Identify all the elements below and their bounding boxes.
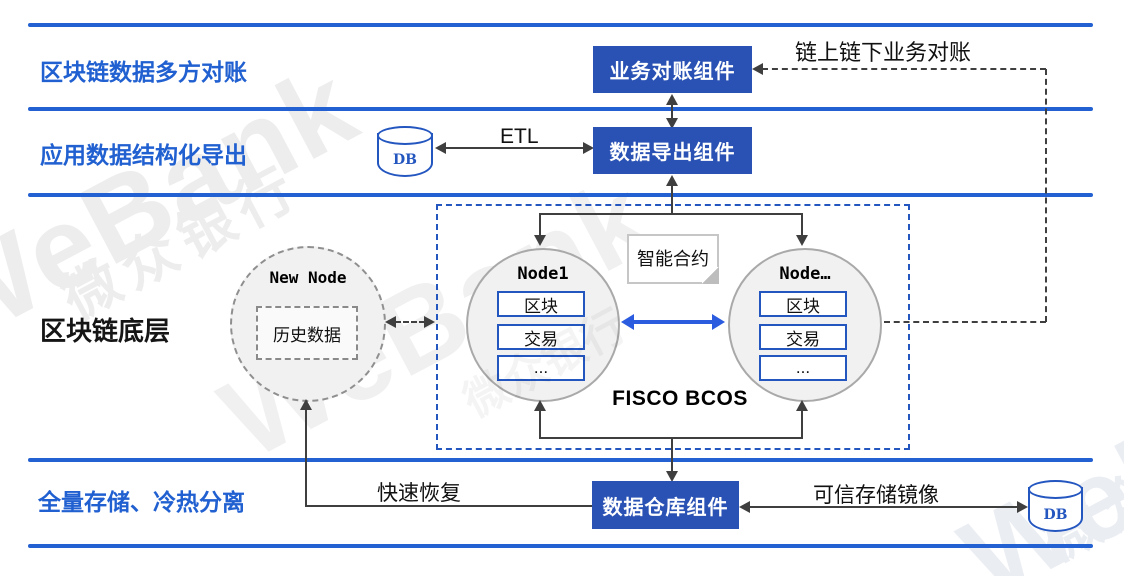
new-node-circle: New Node 历史数据 [230, 246, 386, 402]
section-divider [28, 193, 1093, 197]
arrow-fast-recovery-horizontal [306, 505, 592, 507]
arrow-dashed-reconciliation-side [1045, 69, 1047, 322]
arrowhead [739, 501, 750, 513]
arrow-newnode-fisco [395, 321, 425, 323]
arrowhead [534, 235, 546, 246]
node1-item-block: 区块 [497, 291, 585, 317]
history-data-box: 历史数据 [256, 306, 358, 360]
arrow-etl [445, 147, 585, 149]
data-export-component: 数据导出组件 [593, 127, 752, 174]
section-label-multiparty-reconciliation: 区块链数据多方对账 [40, 59, 247, 85]
section-divider [28, 23, 1093, 27]
arrowhead-blue [621, 314, 634, 330]
database-cylinder-mirror: DB [1028, 480, 1083, 532]
section-label-full-storage: 全量存储、冷热分离 [38, 489, 245, 515]
arrow-dashed-reconciliation-top [762, 68, 1046, 70]
arrow-into-node2 [801, 214, 803, 236]
arrow-top-splitter [539, 213, 803, 215]
arrowhead [424, 316, 435, 328]
arrow-reconcile-export [671, 103, 673, 119]
arrowhead [666, 94, 678, 105]
arrow-trusted-mirror [749, 506, 1018, 508]
arrowhead [796, 400, 808, 411]
arrowhead [666, 175, 678, 186]
section-label-blockchain-base: 区块链底层 [40, 316, 171, 346]
arrowhead [435, 142, 446, 154]
db-top [1028, 480, 1083, 499]
fisco-bcos-dashed-container [436, 204, 910, 450]
section-label-structured-export: 应用数据结构化导出 [40, 142, 247, 168]
database-cylinder-etl: DB [377, 126, 433, 177]
label-trusted-storage-mirror: 可信存储镜像 [813, 484, 939, 507]
label-onchain-offchain-reconciliation: 链上链下业务对账 [795, 40, 972, 65]
arrowhead [534, 400, 546, 411]
arrowhead-blue [712, 314, 725, 330]
data-warehouse-component: 数据仓库组件 [592, 481, 739, 529]
db-top [377, 126, 433, 145]
arrow-into-node1 [539, 214, 541, 236]
arrowhead [1017, 501, 1028, 513]
section-divider [28, 458, 1093, 462]
node2-item-block: 区块 [759, 291, 847, 317]
arrowhead [752, 63, 763, 75]
arrow-fisco-warehouse [671, 438, 673, 472]
node2-item-ellipsis: ... [759, 355, 847, 381]
arrow-export-fisco [671, 184, 673, 214]
arrow-fast-recovery-vertical [305, 408, 307, 507]
smart-contract-label: 智能合约 [637, 249, 709, 269]
node2-item-transaction: 交易 [759, 324, 847, 350]
node1-item-ellipsis: ... [497, 355, 585, 381]
label-fast-recovery: 快速恢复 [377, 482, 461, 505]
smart-contract-note: 智能合约 [627, 234, 719, 284]
section-divider [28, 544, 1093, 548]
arrowhead [666, 118, 678, 129]
arrowhead [796, 235, 808, 246]
node1-item-transaction: 交易 [497, 324, 585, 350]
arrow-dashed-reconciliation-node [884, 321, 1046, 323]
new-node-title: New Node [269, 268, 347, 287]
arrowhead [385, 316, 396, 328]
arrow-node2-bottom [801, 409, 803, 438]
section-divider [28, 107, 1093, 111]
arrowhead [666, 471, 678, 482]
label-fisco-bcos: FISCO BCOS [612, 387, 748, 410]
business-reconciliation-component: 业务对账组件 [593, 46, 752, 93]
arrowhead [583, 142, 594, 154]
arrow-node1-bottom [539, 409, 541, 438]
node1-circle: Node1 区块 交易 ... [466, 248, 620, 402]
db-label: DB [393, 152, 417, 168]
node2-title: Node… [779, 264, 831, 284]
note-fold-corner [702, 267, 719, 284]
node2-circle: Node… 区块 交易 ... [728, 248, 882, 402]
arrowhead [300, 399, 312, 410]
db-label: DB [1043, 507, 1068, 523]
node1-title: Node1 [517, 264, 569, 284]
label-etl: ETL [500, 125, 539, 148]
arrow-node1-node2 [632, 320, 714, 324]
